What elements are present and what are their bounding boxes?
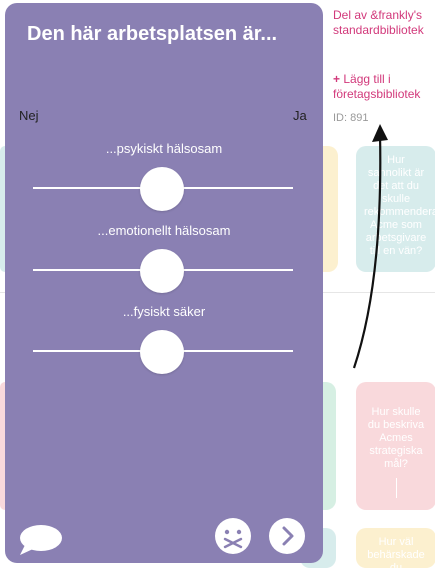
plus-icon: + [333,72,341,86]
rating-slider-thumb[interactable] [140,167,184,211]
question-card-text: Hur väl behärskade du [367,536,425,574]
chevron-right-icon[interactable] [268,517,306,555]
annotation-arrow [352,124,388,369]
question-card[interactable]: Hur sannolikt är det att du skulle rekom… [356,146,435,272]
card-divider [396,478,397,498]
scale-max-label: Ja [293,108,307,123]
question-label: ...psykiskt hälsosam [105,141,223,156]
dizzy-face-icon[interactable] [214,517,252,555]
question-card[interactable]: Hur skulle du beskriva Acmes strategiska… [356,382,435,510]
question-id: ID: 891 [333,112,369,124]
question-card-text: Hur sannolikt är det att du skulle rekom… [364,154,435,257]
add-to-company-library-label: Lägg till i företagsbibliotek [333,72,421,101]
rating-slider-thumb[interactable] [140,249,184,293]
chat-bubble-icon[interactable] [17,523,63,557]
scale-min-label: Nej [19,108,39,123]
rating-slider-thumb[interactable] [140,330,184,374]
library-source-text: Del av &frankly's standardbibliotek [333,8,424,37]
question-label: ...fysiskt säker [122,304,206,319]
question-card-text: Hur skulle du beskriva Acmes strategiska… [367,406,425,470]
add-to-company-library-link[interactable]: + Lägg till i företagsbibliotek [333,72,433,102]
question-label: ...emotionellt hälsosam [97,223,231,238]
question-card[interactable]: Hur väl behärskade du [356,528,435,574]
survey-modal: Den här arbetsplatsen är... Nej Ja ...ps… [5,3,323,563]
modal-title: Den här arbetsplatsen är... [27,23,278,45]
